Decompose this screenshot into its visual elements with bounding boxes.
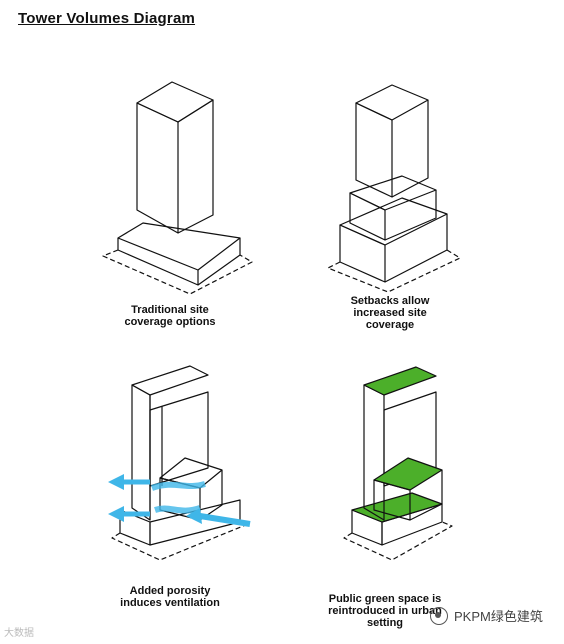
tower-setbacks	[327, 84, 461, 293]
caption-setbacks: Setbacks allow increased site coverage	[350, 295, 430, 331]
watermark-right: PKPM绿色建筑	[430, 606, 543, 625]
caption-traditional: Traditional site coverage options	[124, 304, 216, 328]
tower-traditional	[102, 81, 253, 295]
caption-green-space: Public green space is reintroduced in ur…	[328, 593, 442, 629]
diagram-title: Tower Volumes Diagram	[18, 10, 196, 27]
tower-porosity	[108, 365, 251, 561]
tower-green-space	[343, 366, 453, 561]
watermark-right-text: PKPM绿色建筑	[454, 609, 543, 624]
wechat-logo-icon	[430, 606, 448, 625]
watermark-left: 大数据	[4, 628, 34, 639]
caption-porosity: Added porosity induces ventilation	[120, 585, 220, 609]
